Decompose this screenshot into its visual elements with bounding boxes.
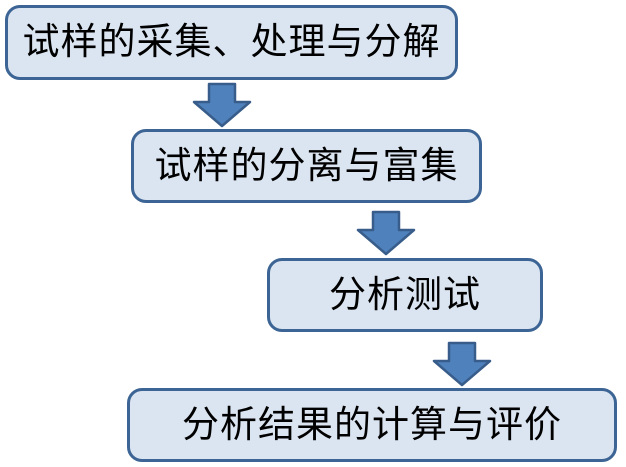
flow-step-3: 分析测试 — [267, 258, 543, 332]
down-arrow-icon — [356, 210, 416, 256]
flow-step-2-label: 试样的分离与富集 — [154, 145, 459, 187]
flow-step-2: 试样的分离与富集 — [131, 129, 482, 203]
down-arrow-icon — [192, 82, 252, 128]
flow-step-4: 分析结果的计算与评价 — [127, 388, 617, 462]
flow-step-4-label: 分析结果的计算与评价 — [182, 404, 562, 446]
flow-step-1-label: 试样的采集、处理与分解 — [22, 22, 441, 63]
flow-step-1: 试样的采集、处理与分解 — [5, 5, 458, 80]
down-arrow-icon — [432, 341, 492, 387]
flow-step-3-label: 分析测试 — [329, 274, 481, 316]
